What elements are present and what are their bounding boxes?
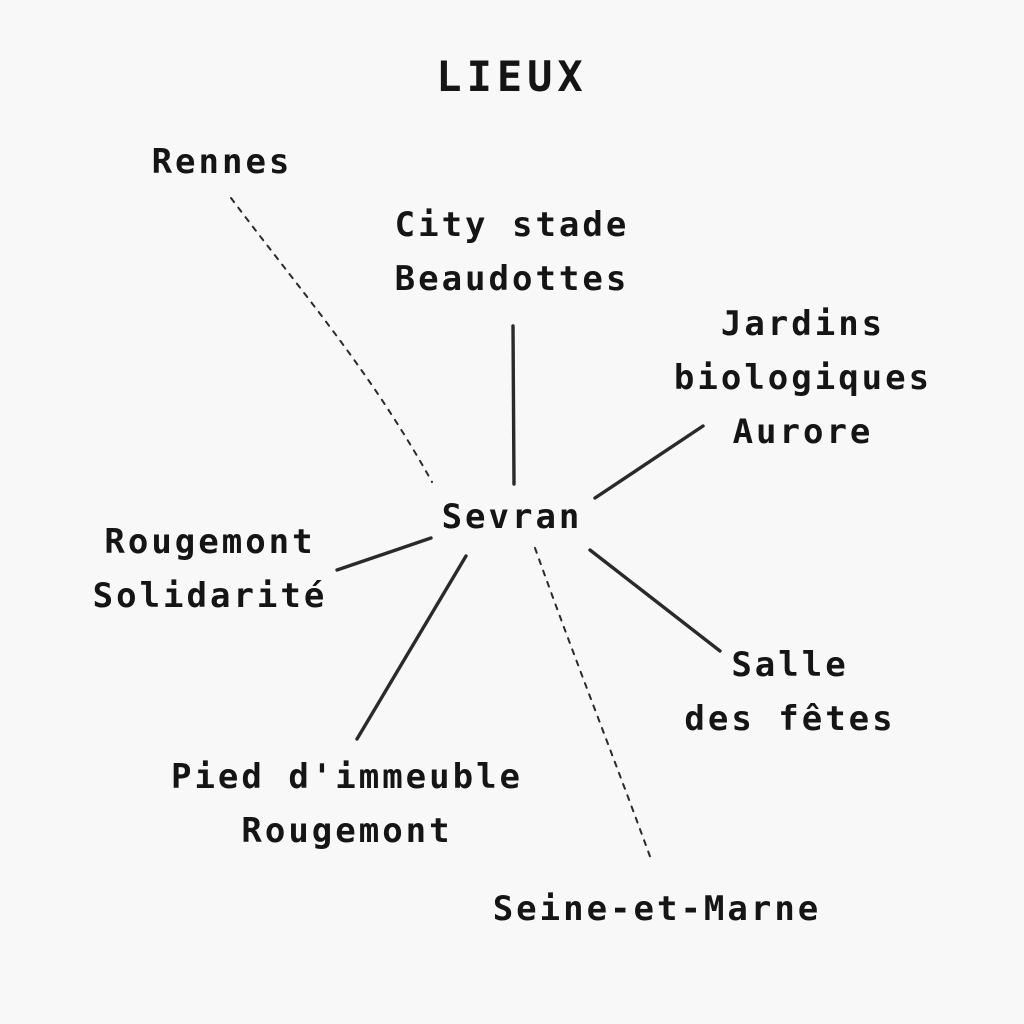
- node-center-sevran: Sevran: [412, 490, 612, 544]
- node-seine-et-marne: Seine-et-Marne: [472, 882, 842, 936]
- link-seine-et-marne: [534, 547, 653, 863]
- node-rennes-line: Rennes: [151, 142, 293, 182]
- node-jardins-line-1: Jardins: [720, 304, 886, 344]
- node-city-stade-beaudottes: City stade Beaudottes: [362, 198, 662, 306]
- node-jardins-line-2: biologiques: [673, 358, 933, 398]
- node-city-stade-line-2: Beaudottes: [394, 259, 630, 299]
- node-rougemont-solidarite-line-1: Rougemont: [104, 522, 316, 562]
- node-pied-immeuble-rougemont: Pied d'immeuble Rougemont: [142, 750, 552, 858]
- link-rougemont-solidarite: [335, 536, 433, 572]
- node-seine-line: Seine-et-Marne: [492, 889, 822, 929]
- node-rougemont-solidarite: Rougemont Solidarité: [80, 515, 340, 623]
- node-salle-line-1: Salle: [731, 645, 849, 685]
- node-salle-des-fetes: Salle des fêtes: [670, 638, 910, 746]
- node-center-line: Sevran: [441, 497, 583, 537]
- link-salle: [588, 548, 722, 653]
- link-rennes: [230, 197, 433, 483]
- node-jardins-line-3: Aurore: [732, 412, 874, 452]
- node-jardins-biologiques-aurore: Jardins biologiques Aurore: [663, 297, 943, 459]
- node-city-stade-line-1: City stade: [394, 205, 630, 245]
- node-pied-line-2: Rougemont: [241, 811, 453, 851]
- node-pied-line-1: Pied d'immeuble: [170, 757, 524, 797]
- link-city-stade: [511, 324, 516, 486]
- node-salle-line-2: des fêtes: [684, 699, 896, 739]
- node-rennes: Rennes: [122, 135, 322, 189]
- link-pied-immeuble: [355, 554, 468, 741]
- diagram-title: LIEUX: [436, 52, 588, 101]
- link-jardins: [593, 424, 705, 500]
- node-rougemont-solidarite-line-2: Solidarité: [92, 576, 328, 616]
